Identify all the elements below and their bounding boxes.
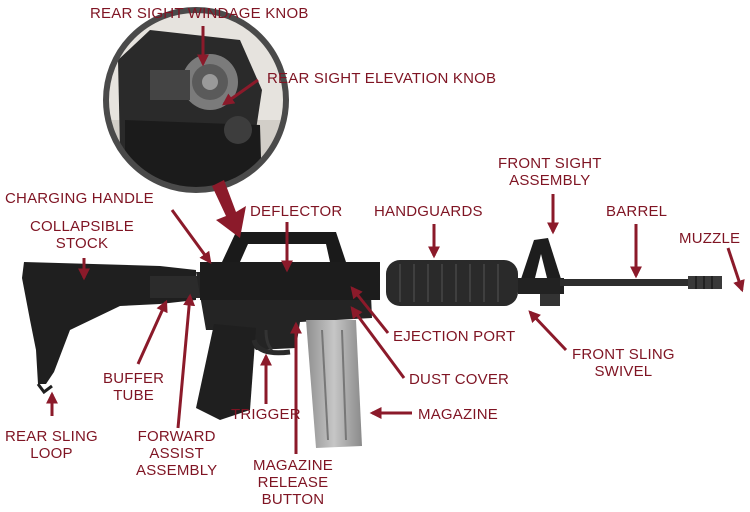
label-dust-cover: DUST COVER	[409, 371, 510, 388]
label-ejection-port: EJECTION PORT	[393, 328, 516, 345]
leader-arrows	[46, 26, 745, 454]
label-muzzle: MUZZLE	[679, 230, 741, 247]
label-forward-assist-assembly: FORWARD ASSIST ASSEMBLY	[136, 428, 218, 479]
label-rear-sight-elevation-knob: REAR SIGHT ELEVATION KNOB	[267, 70, 497, 87]
label-front-sling-swivel: FRONT SLING SWIVEL	[572, 346, 675, 380]
rifle-illustration	[22, 232, 722, 448]
label-barrel: BARREL	[606, 203, 668, 220]
label-magazine: MAGAZINE	[418, 406, 498, 423]
inset-pointer-arrow	[212, 180, 246, 238]
label-magazine-release-button: MAGAZINE RELEASE BUTTON	[253, 457, 333, 508]
label-charging-handle: CHARGING HANDLE	[5, 190, 154, 207]
label-handguards: HANDGUARDS	[374, 203, 483, 220]
label-collapsible-stock: COLLAPSIBLE STOCK	[30, 218, 134, 252]
label-trigger: TRIGGER	[231, 406, 301, 423]
label-rear-sight-windage-knob: REAR SIGHT WINDAGE KNOB	[90, 5, 309, 22]
rear-sight-detail-inset	[103, 7, 289, 193]
label-rear-sling-loop: REAR SLING LOOP	[5, 428, 98, 462]
label-deflector: DEFLECTOR	[250, 203, 343, 220]
label-front-sight-assembly: FRONT SIGHT ASSEMBLY	[498, 155, 602, 189]
label-buffer-tube: BUFFER TUBE	[103, 370, 165, 404]
